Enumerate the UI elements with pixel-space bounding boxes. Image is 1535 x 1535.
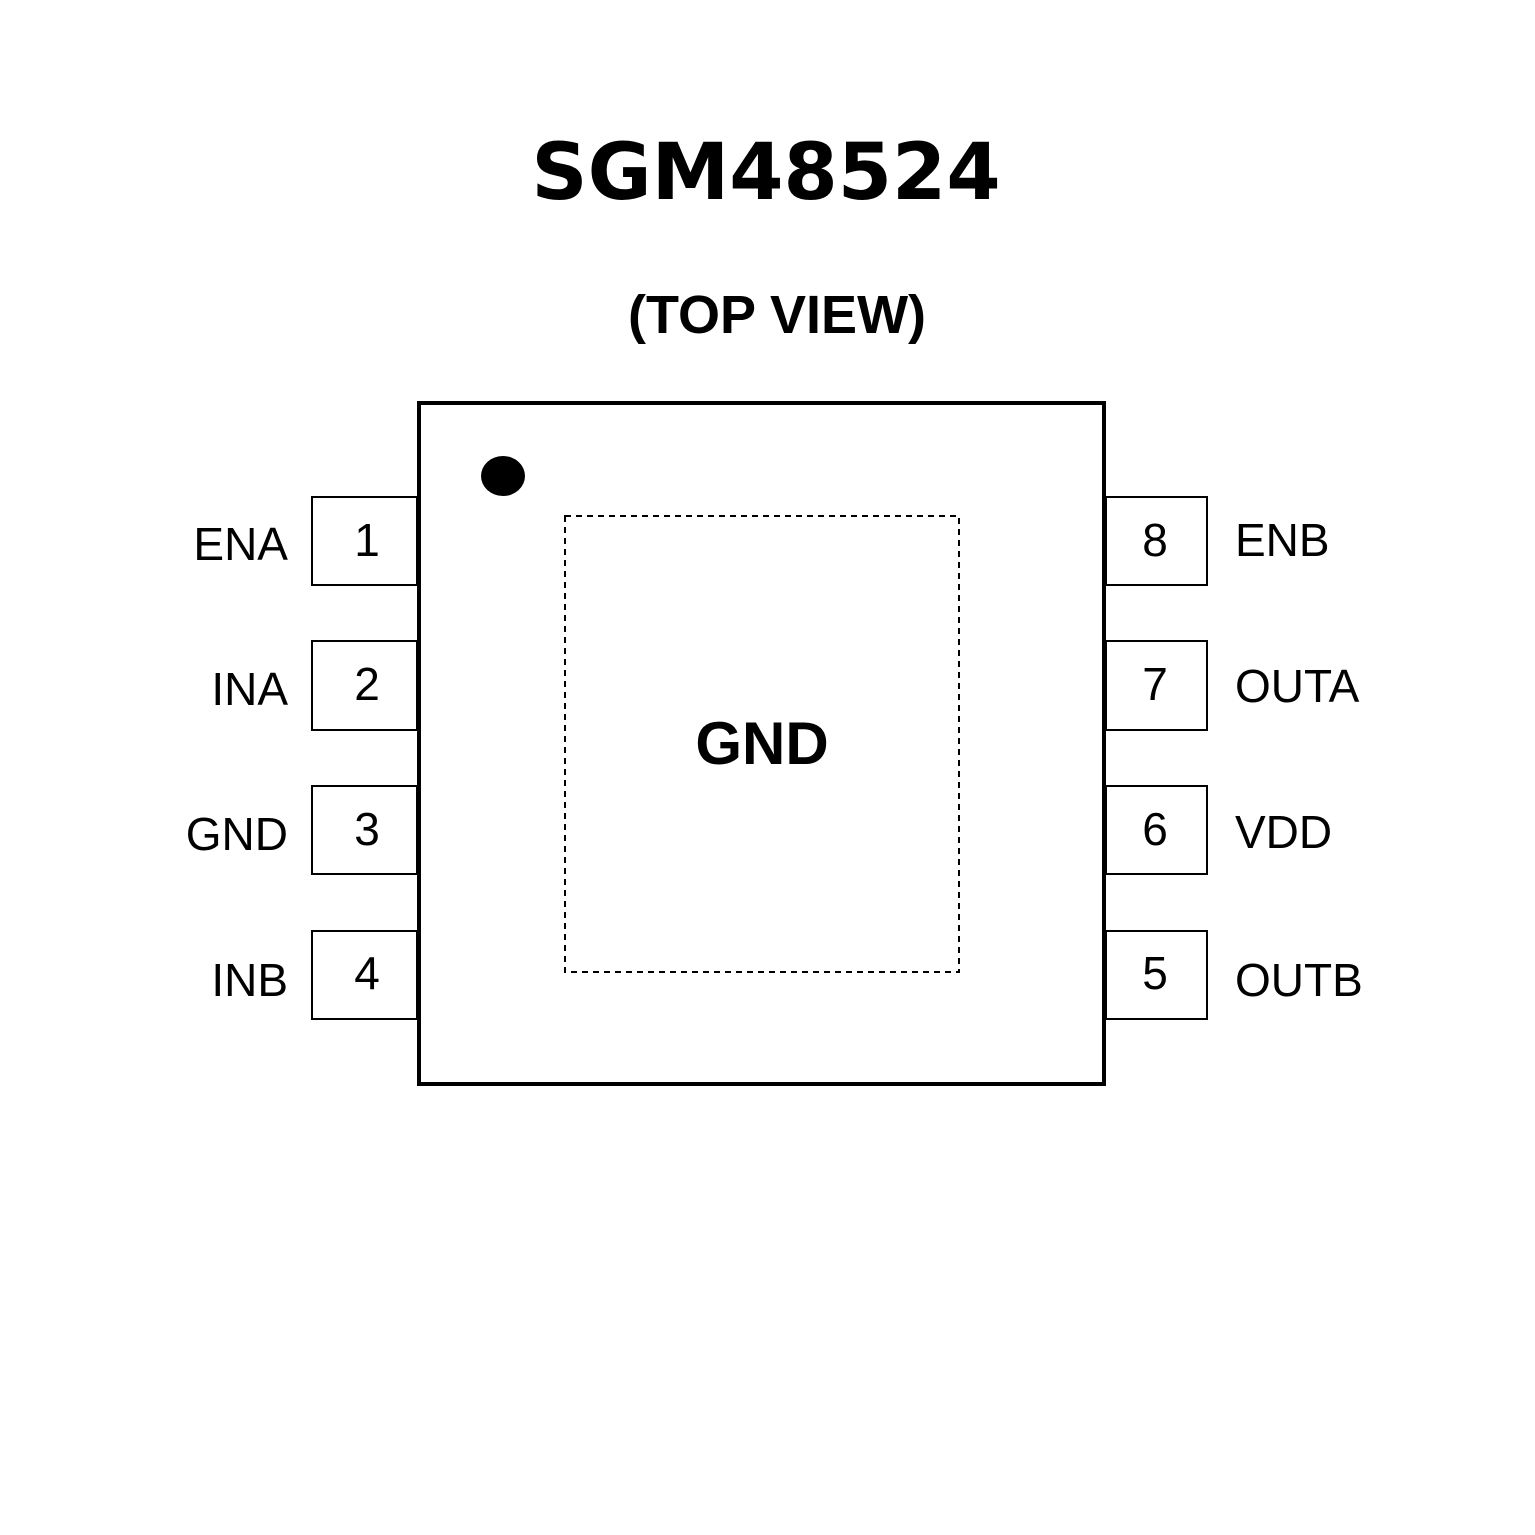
pin-number: 6 [1142,803,1168,855]
pin-name: INA [211,663,288,715]
pin-number: 5 [1142,947,1168,999]
view-subtitle: (TOP VIEW) [628,285,926,345]
pin-number: 3 [354,803,380,855]
pin-name: GND [186,808,288,860]
pin-name: INB [211,954,288,1006]
pin-number: 8 [1142,514,1168,566]
pin-name: ENA [193,518,288,570]
exposed-pad-label: GND [695,710,828,777]
package-body [417,401,1106,1086]
pin-number: 7 [1142,658,1168,710]
right-pins: 8 7 6 5 ENB OUTA VDD OUTB [1105,496,1363,1020]
pin-name: ENB [1235,514,1330,566]
left-pins: 1 2 3 4 ENA INA GND INB [186,496,418,1020]
pin-name: OUTB [1235,954,1363,1006]
pin-number: 1 [354,514,380,566]
pin-name: VDD [1235,806,1332,858]
pin-name: OUTA [1235,660,1360,712]
pin-number: 4 [354,947,380,999]
pin-number: 2 [354,658,380,710]
chip-title: SGM48524 [531,128,1000,218]
pin1-indicator-dot [481,456,525,496]
exposed-pad-outline [564,515,960,973]
